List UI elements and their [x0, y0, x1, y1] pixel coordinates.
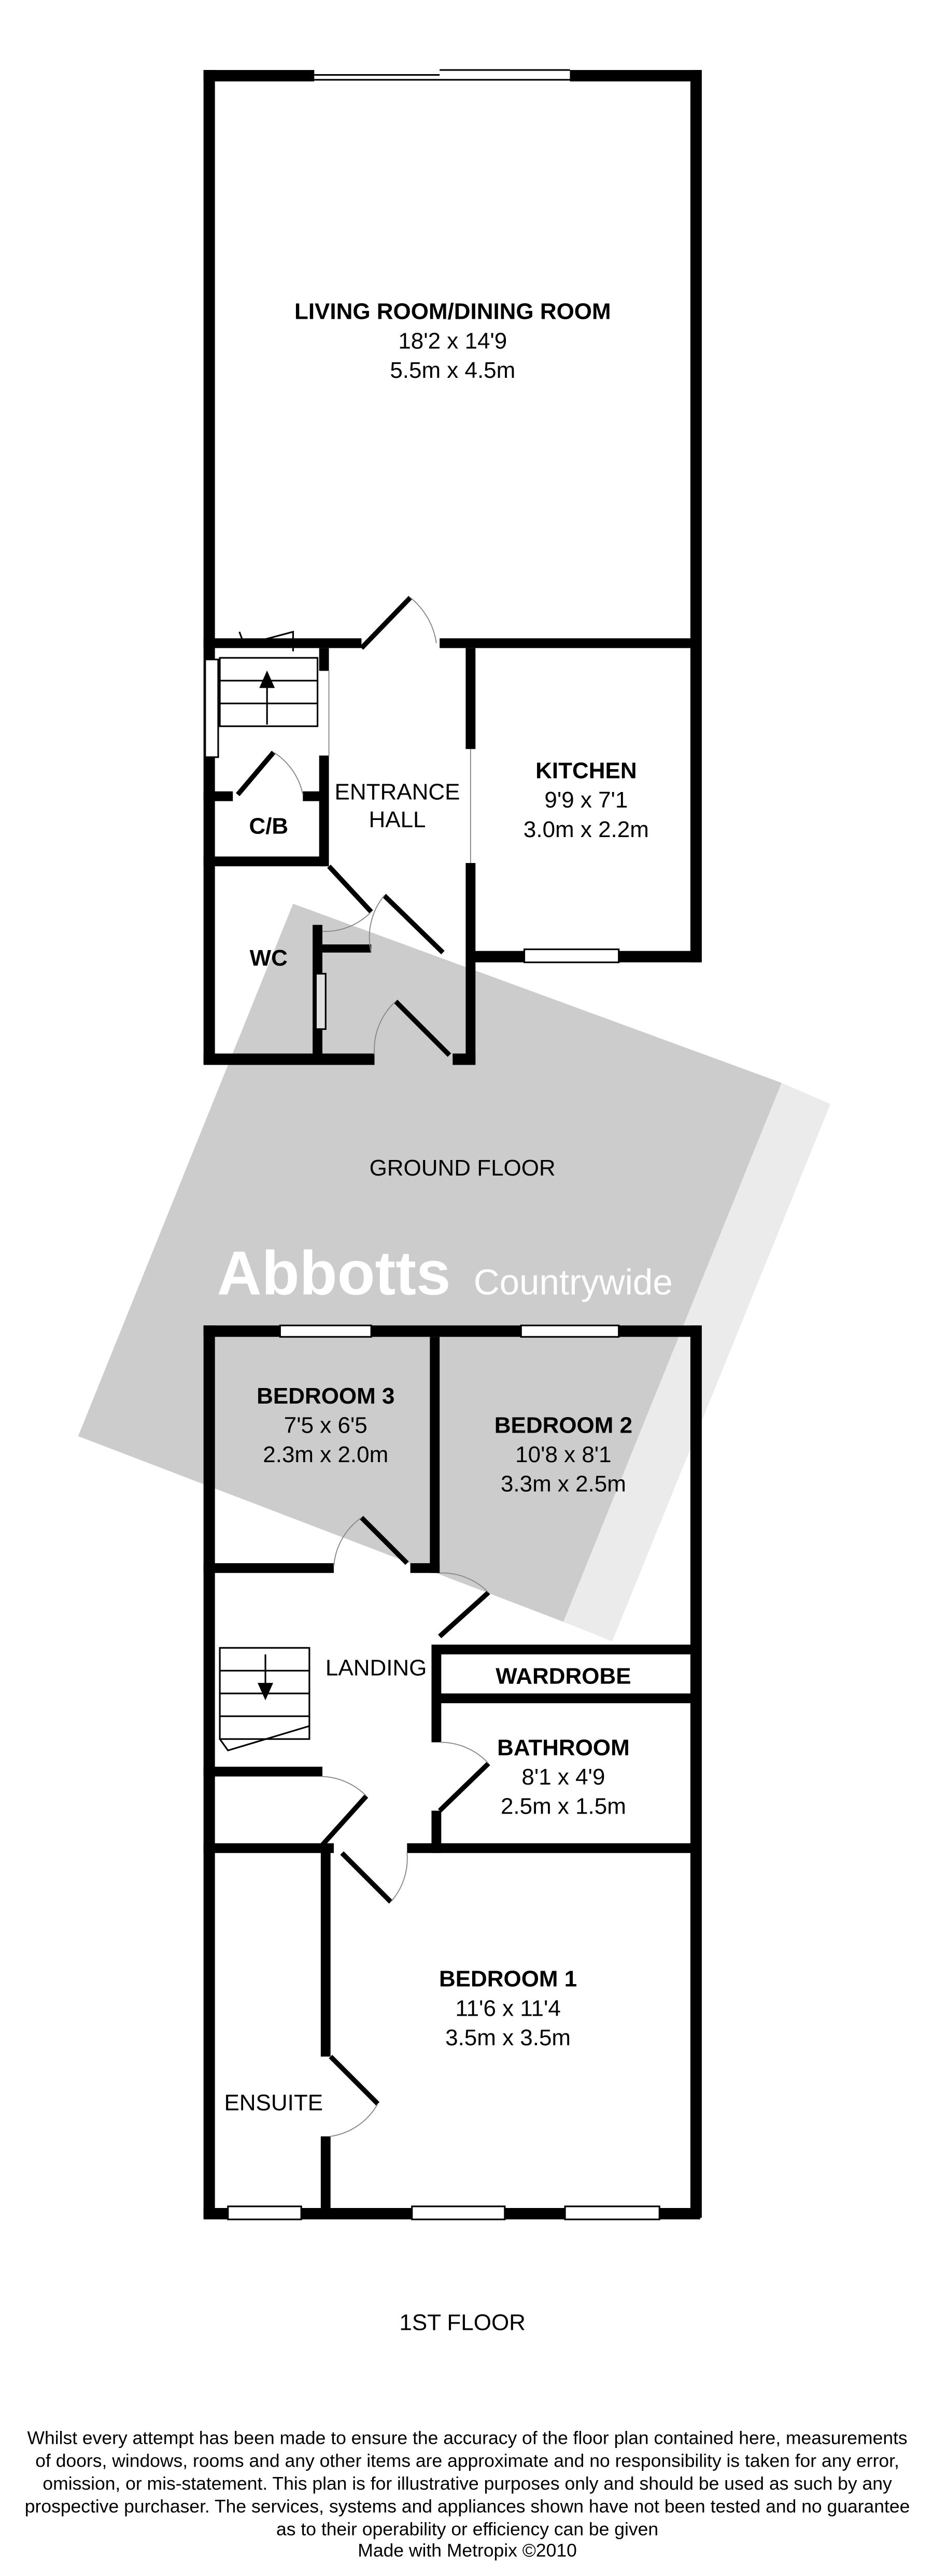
ground-floor-walls [203, 70, 702, 1065]
room-name-line2: HALL [369, 807, 426, 832]
disclaimer-line: as to their operability or efficiency ca… [276, 2518, 658, 2539]
room-metric: 3.3m x 2.5m [501, 1471, 626, 1497]
room-bedroom-2: BEDROOM 2 10'8 x 8'1 3.3m x 2.5m [494, 1413, 632, 1497]
floor-title-first: 1ST FLOOR [399, 2310, 526, 2336]
room-imperial: 11'6 x 11'4 [455, 1995, 560, 2021]
room-name: ENTRANCE [335, 780, 460, 805]
room-name: KITCHEN [535, 758, 637, 784]
ground-floor-windows [204, 69, 620, 1030]
room-metric: 2.5m x 1.5m [501, 1794, 626, 1819]
room-wardrobe: WARDROBE [496, 1663, 631, 1689]
first-floor-stairs [219, 1647, 310, 1752]
room-bedroom-1: BEDROOM 1 11'6 x 11'4 3.5m x 3.5m [439, 1966, 577, 2050]
room-wc: WC [250, 945, 288, 971]
room-living-dining: LIVING ROOM/DINING ROOM 18'2 x 14'9 5.5m… [294, 299, 611, 383]
disclaimer: Whilst every attempt has been made to en… [25, 2428, 910, 2561]
room-metric: 2.3m x 2.0m [263, 1442, 388, 1467]
floor-title-ground: GROUND FLOOR [370, 1155, 556, 1181]
room-name: BEDROOM 3 [257, 1383, 394, 1409]
disclaimer-line: omission, or mis-statement. This plan is… [43, 2473, 892, 2494]
room-imperial: 9'9 x 7'1 [544, 787, 628, 813]
room-bedroom-3: BEDROOM 3 7'5 x 6'5 2.3m x 2.0m [257, 1383, 394, 1467]
watermark-sub: Countrywide [474, 1262, 673, 1303]
room-metric: 3.5m x 3.5m [445, 2025, 571, 2050]
room-imperial: 18'2 x 14'9 [398, 328, 507, 353]
watermark: Abbotts Countrywide [78, 903, 831, 1641]
room-name: BATHROOM [497, 1735, 630, 1761]
room-ensuite: ENSUITE [224, 2090, 323, 2116]
disclaimer-line: of doors, windows, rooms and any other i… [35, 2451, 899, 2471]
room-name: BEDROOM 1 [439, 1966, 577, 1992]
room-entrance-hall: ENTRANCE HALL [335, 780, 460, 832]
room-bathroom: BATHROOM 8'1 x 4'9 2.5m x 1.5m [497, 1735, 630, 1819]
watermark-panel [78, 903, 782, 1622]
room-name: BEDROOM 2 [494, 1413, 632, 1438]
room-metric: 3.0m x 2.2m [524, 817, 649, 842]
room-metric: 5.5m x 4.5m [390, 358, 515, 383]
room-imperial: 7'5 x 6'5 [284, 1413, 367, 1438]
room-landing: LANDING [326, 1655, 427, 1681]
ground-floor-stairs [219, 630, 319, 727]
room-kitchen: KITCHEN 9'9 x 7'1 3.0m x 2.2m [524, 758, 649, 842]
first-floor-windows [227, 1324, 660, 2220]
ground-floor-doors [236, 596, 471, 1057]
disclaimer-line: Whilst every attempt has been made to en… [27, 2428, 907, 2448]
first-floor-doors [320, 1516, 490, 2137]
watermark-brand: Abbotts [217, 1239, 451, 1308]
disclaimer-line: prospective purchaser. The services, sys… [25, 2496, 910, 2516]
room-imperial: 10'8 x 8'1 [515, 1442, 611, 1467]
room-name: LIVING ROOM/DINING ROOM [294, 299, 611, 324]
disclaimer-credit: Made with Metropix ©2010 [358, 2540, 577, 2560]
room-cb: C/B [249, 813, 288, 839]
room-imperial: 8'1 x 4'9 [521, 1764, 605, 1790]
